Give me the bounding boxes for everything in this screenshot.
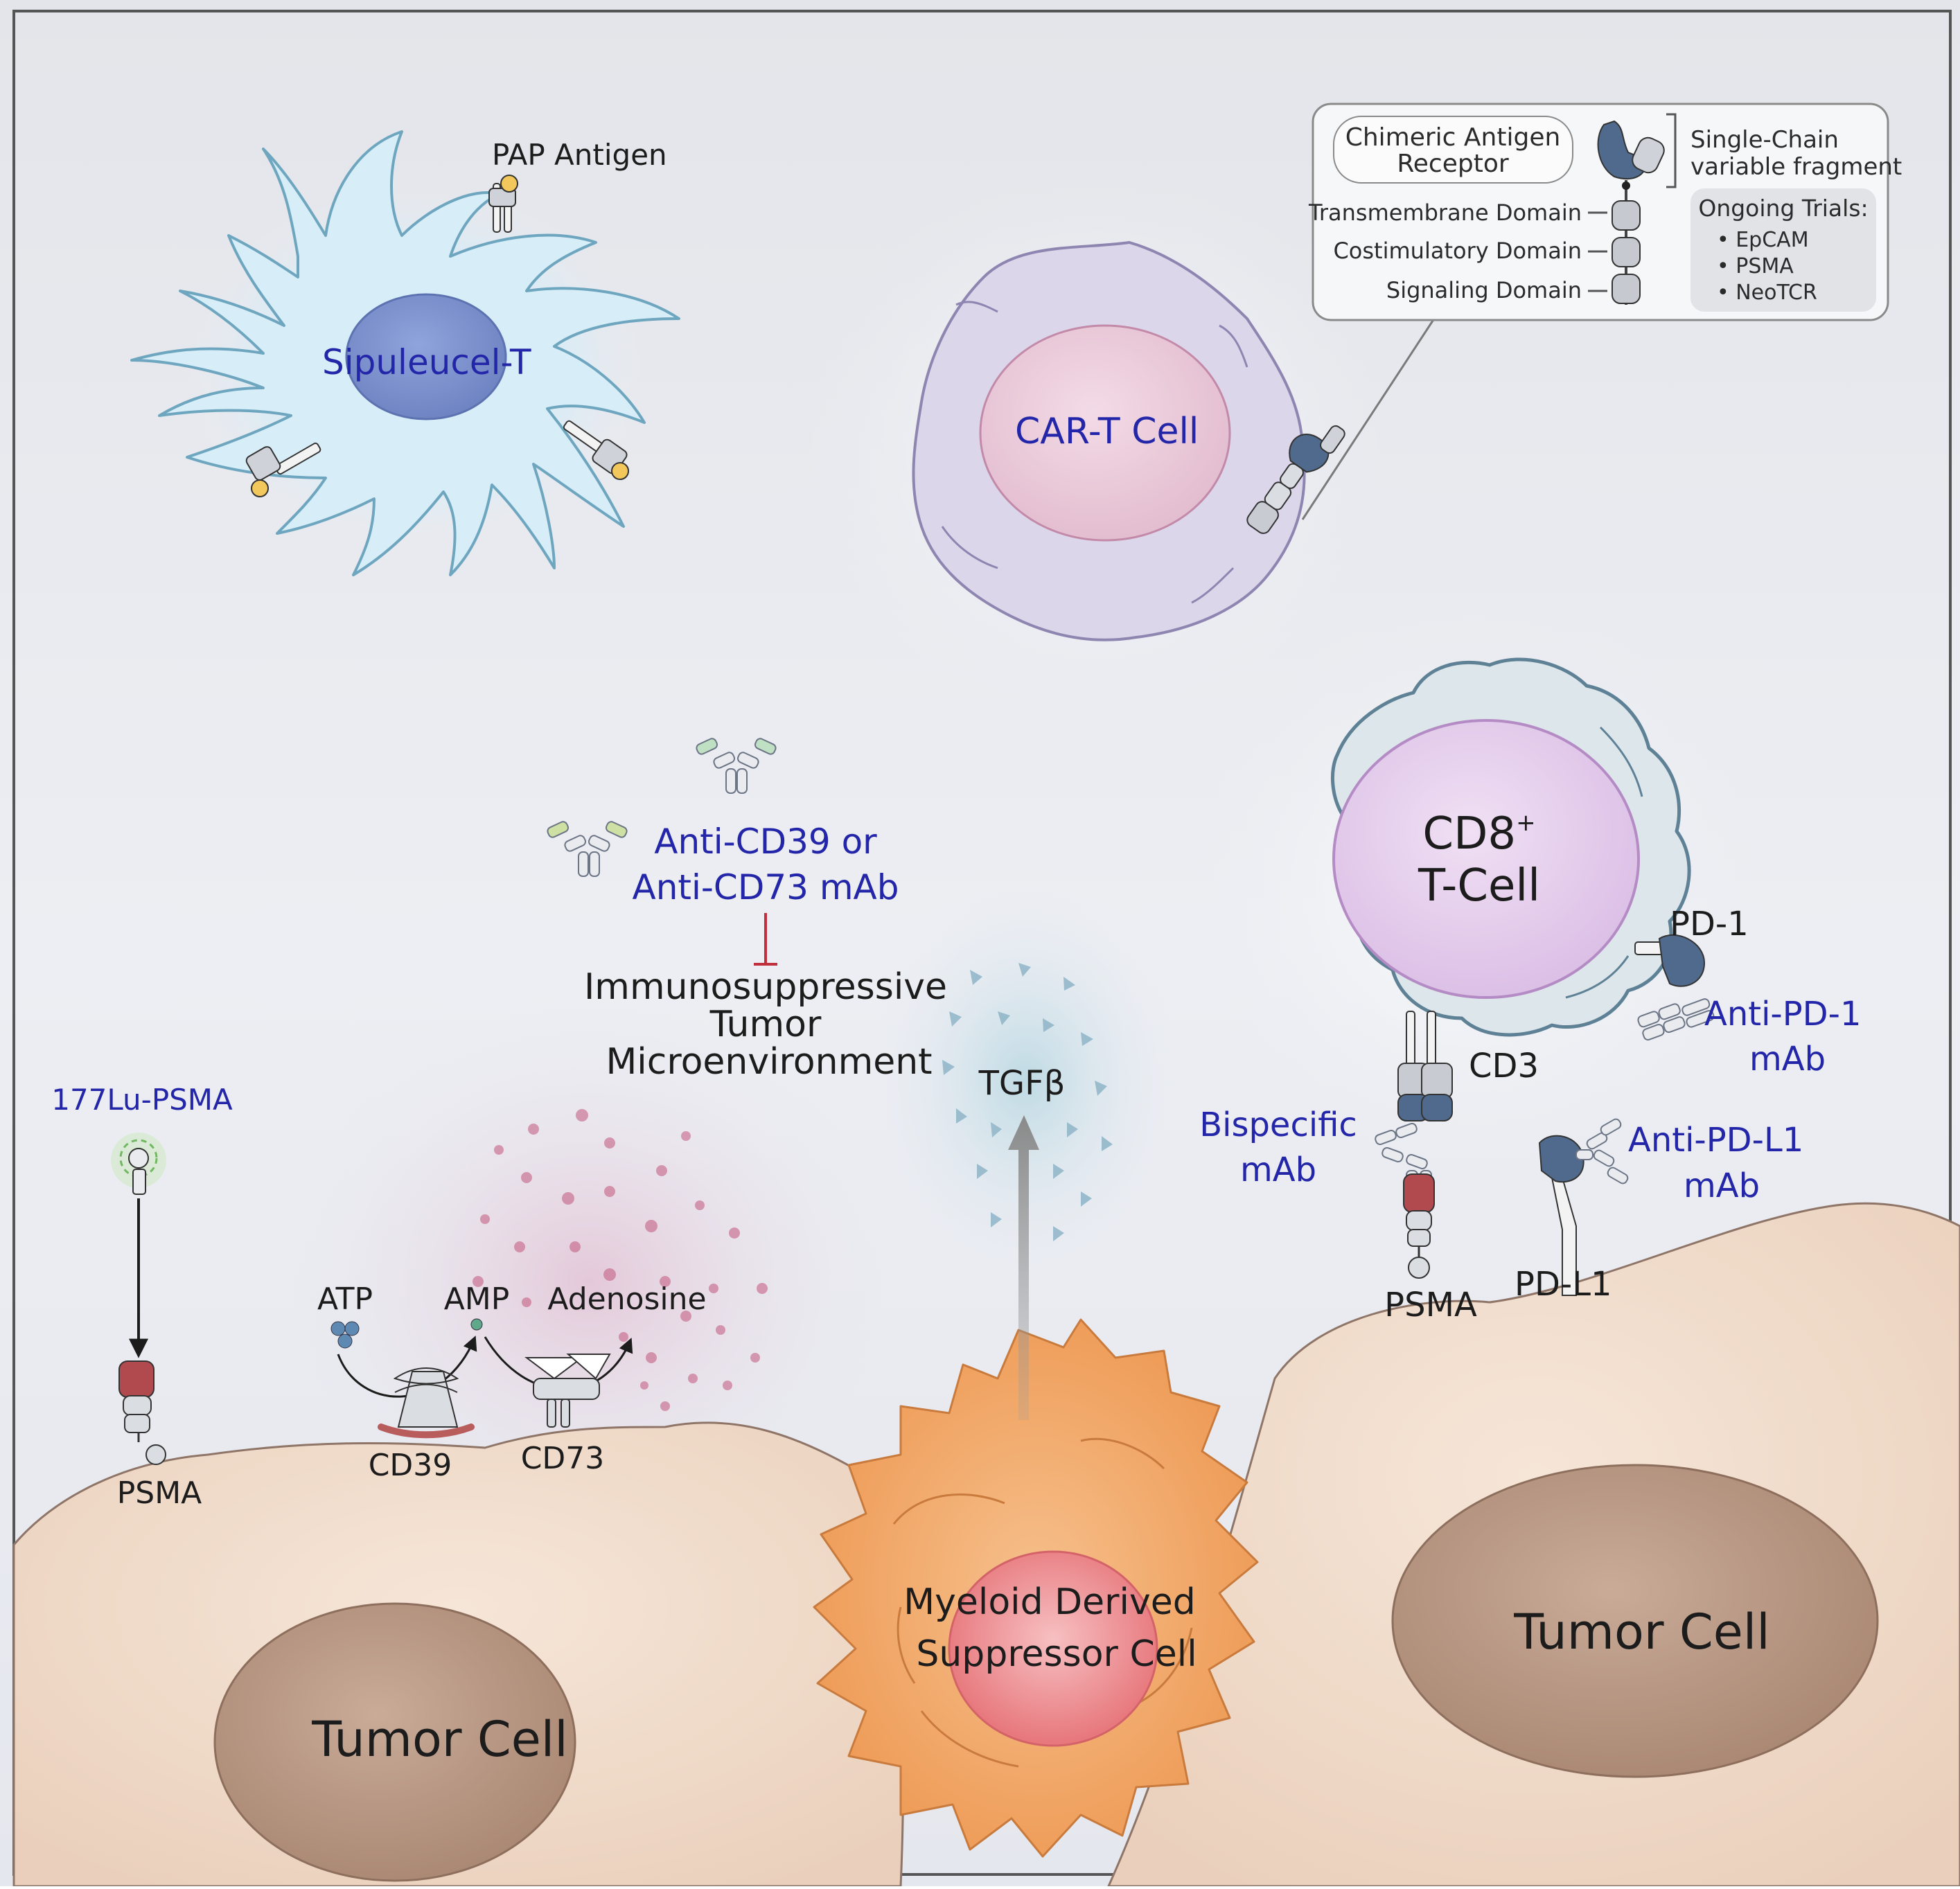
car-box-title-1: Chimeric Antigen (1345, 123, 1561, 152)
atp-molecule (330, 1321, 360, 1349)
itm-label-1: Immunosuppressive (584, 966, 947, 1008)
amp-label: AMP (444, 1281, 510, 1317)
antibody-left (547, 821, 628, 877)
cd8-label-line1: CD8+ (1422, 808, 1535, 860)
frame-border (12, 10, 1952, 1876)
tumor-right-label: Tumor Cell (1513, 1604, 1769, 1660)
psma-receptor-right (1403, 1173, 1435, 1279)
scfv-label-2: variable fragment (1690, 153, 1902, 181)
anti-pdl1-label-1: Anti-PD-L1 (1628, 1121, 1803, 1160)
anti-pd1-antibody (1637, 998, 1715, 1041)
cd3-receptor (1397, 1011, 1453, 1121)
cd8-t-cell (1330, 657, 1691, 1037)
mdsc-label-2: Suppressor Cell (916, 1633, 1197, 1675)
car-t-label: CAR-T Cell (1015, 411, 1199, 452)
pd1-label: PD-1 (1670, 905, 1749, 943)
scfv-label-1: Single-Chain (1690, 126, 1839, 154)
sipuleucel-label: Sipuleucel-T (322, 342, 531, 382)
cd73-label: CD73 (521, 1441, 605, 1476)
tumor-nucleus-left (213, 1602, 576, 1882)
pdl1-receptor (1538, 1135, 1584, 1296)
itm-label-2: Tumor (709, 1004, 822, 1045)
sipuleucel-nucleus (345, 293, 507, 420)
tumor-cell-left (12, 1421, 904, 1888)
tgfb-arrow (1008, 1115, 1039, 1420)
antibody-top (696, 738, 777, 794)
car-t-nucleus (979, 324, 1231, 542)
trial-item-psma: • PSMA (1717, 254, 1794, 278)
lu-psma-radioligand (111, 1133, 166, 1195)
cd39-label: CD39 (369, 1448, 452, 1483)
cd8-nucleus (1332, 719, 1640, 999)
car-box-title-2: Receptor (1397, 150, 1508, 178)
amp-molecule (470, 1318, 483, 1331)
itm-label-3: Microenvironment (606, 1041, 932, 1083)
tgfb-label: TGFβ (978, 1064, 1066, 1103)
anti-pdl1-label-2: mAb (1684, 1167, 1760, 1205)
mdsc-cell (813, 1318, 1259, 1858)
trials-title: Ongoing Trials: (1698, 195, 1868, 222)
anti-pd1-label-1: Anti-PD-1 (1704, 995, 1862, 1034)
pdl1-label: PD-L1 (1515, 1265, 1612, 1304)
bispecific-label-1: Bispecific (1199, 1106, 1357, 1144)
transmembrane-label: Transmembrane Domain (1308, 199, 1582, 226)
pap-receptor-left (245, 442, 321, 497)
anti-pdl1-antibody (1575, 1118, 1629, 1185)
mdsc-nucleus (948, 1550, 1158, 1747)
signaling-label: Signaling Domain (1386, 277, 1582, 303)
pap-antigen-label: PAP Antigen (492, 138, 667, 172)
bispecific-label-2: mAb (1240, 1151, 1316, 1189)
pap-receptor-top (488, 175, 518, 233)
anti-cd39-label-2: Anti-CD73 mAb (632, 867, 899, 907)
cd3-label: CD3 (1469, 1047, 1539, 1085)
costimulatory-label: Costimulatory Domain (1333, 238, 1582, 264)
tumor-left-label: Tumor Cell (311, 1711, 567, 1768)
car-schematic (1597, 120, 1665, 305)
tgfb-triangles (942, 963, 1113, 1241)
cd39-enzyme (378, 1367, 475, 1439)
tumor-nucleus-right (1391, 1464, 1879, 1778)
mdsc-label-1: Myeloid Derived (903, 1581, 1196, 1623)
pd1-receptor (1634, 934, 1706, 987)
cd73-enzyme (524, 1354, 611, 1428)
psma-right-label: PSMA (1384, 1286, 1477, 1324)
cd8-label-line2: T-Cell (1418, 860, 1540, 912)
atp-label: ATP (317, 1281, 373, 1317)
psma-left-label: PSMA (117, 1475, 202, 1511)
teal-glow (859, 873, 1192, 1288)
car-receptor (1246, 425, 1345, 534)
lu-psma-label: 177Lu-PSMA (51, 1083, 233, 1117)
car-info-box: Chimeric Antigen Receptor Transmembrane … (1308, 103, 1902, 321)
anti-cd39-label-1: Anti-CD39 or (654, 822, 877, 862)
car-connector-line (1301, 318, 1436, 520)
anti-pd1-label-2: mAb (1749, 1040, 1826, 1079)
trial-item-neotcr: • NeoTCR (1717, 281, 1817, 305)
adenosine-label: Adenosine (547, 1281, 706, 1317)
trial-item-epcam: • EpCAM (1717, 228, 1809, 252)
inhibition-bar (754, 913, 777, 966)
atp-amp-arrow (337, 1336, 477, 1398)
car-t-cell (912, 240, 1345, 641)
psma-receptor-left (118, 1360, 166, 1465)
adenosine-dots (473, 1109, 768, 1411)
pap-receptor-right (563, 420, 629, 480)
